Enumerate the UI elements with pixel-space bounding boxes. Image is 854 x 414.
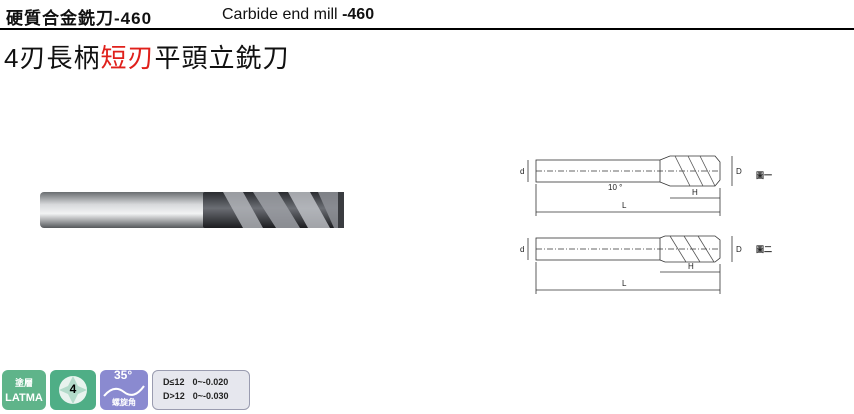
coating-label: 塗層 <box>14 378 33 388</box>
tol-cond-2: D>12 <box>163 391 185 401</box>
header-en-model: -460 <box>342 6 375 23</box>
flute-count: 4 <box>69 382 77 396</box>
tolerance-badge: D≤12 0~-0.020 D>12 0~-0.030 <box>152 370 250 410</box>
header-en-text: Carbide end mill <box>222 6 343 23</box>
label-fig2: 圖二 <box>756 244 772 254</box>
tol-cond-1: D≤12 <box>163 377 185 387</box>
header-title-cn: 硬質合金銑刀-460 <box>6 4 152 29</box>
flute-icon <box>59 376 87 404</box>
label-d-2: d <box>520 245 524 254</box>
label-L-2: L <box>622 279 627 288</box>
product-title-highlight: 短刃 <box>100 43 155 73</box>
label-fig1: 圖一 <box>756 170 772 180</box>
label-H-2: H <box>688 262 694 271</box>
helix-angle: 35° <box>114 368 133 382</box>
header-title-text: 硬質合金銑刀 <box>6 9 114 28</box>
label-L-1: L <box>622 201 627 210</box>
helix-label: 螺旋角 <box>112 398 136 407</box>
header-model: -460 <box>114 9 153 28</box>
product-title-post: 平頭立銑刀 <box>154 43 290 73</box>
label-angle: 10 ° <box>608 183 622 192</box>
coating-value: LATMA <box>5 392 43 404</box>
tolerance-row-1: D≤12 0~-0.020 <box>163 377 228 387</box>
flute-badge: 4 <box>50 370 96 410</box>
coating-badge: 塗層 LATMA <box>2 370 46 410</box>
tol-range-2: 0~-0.030 <box>192 391 229 401</box>
tolerance-row-2: D>12 0~-0.030 <box>163 391 229 401</box>
label-D-1: D <box>736 167 742 176</box>
header-rule <box>0 28 854 30</box>
product-title-pre: 4刃長柄 <box>4 43 101 73</box>
label-D-2: D <box>736 245 742 254</box>
tol-range-1: 0~-0.020 <box>192 377 229 387</box>
helix-badge: 35° 螺旋角 <box>100 368 148 410</box>
header-title-en: Carbide end mill -460 <box>222 6 374 24</box>
product-title: 4刃長柄短刃平頭立銑刀 <box>4 38 290 75</box>
helix-icon <box>103 385 145 397</box>
end-mill-photo <box>40 192 344 228</box>
page-header: 硬質合金銑刀-460 Carbide end mill -460 <box>0 0 854 30</box>
spec-badges: 塗層 LATMA 4 35° 螺旋角 D≤12 0~-0.020 D>12 0~-0… <box>0 362 300 412</box>
label-d-1: d <box>520 167 524 176</box>
label-H-1: H <box>692 188 698 197</box>
technical-drawing: d D 圖一 10 ° H L d D 圖二 H L <box>520 155 772 294</box>
